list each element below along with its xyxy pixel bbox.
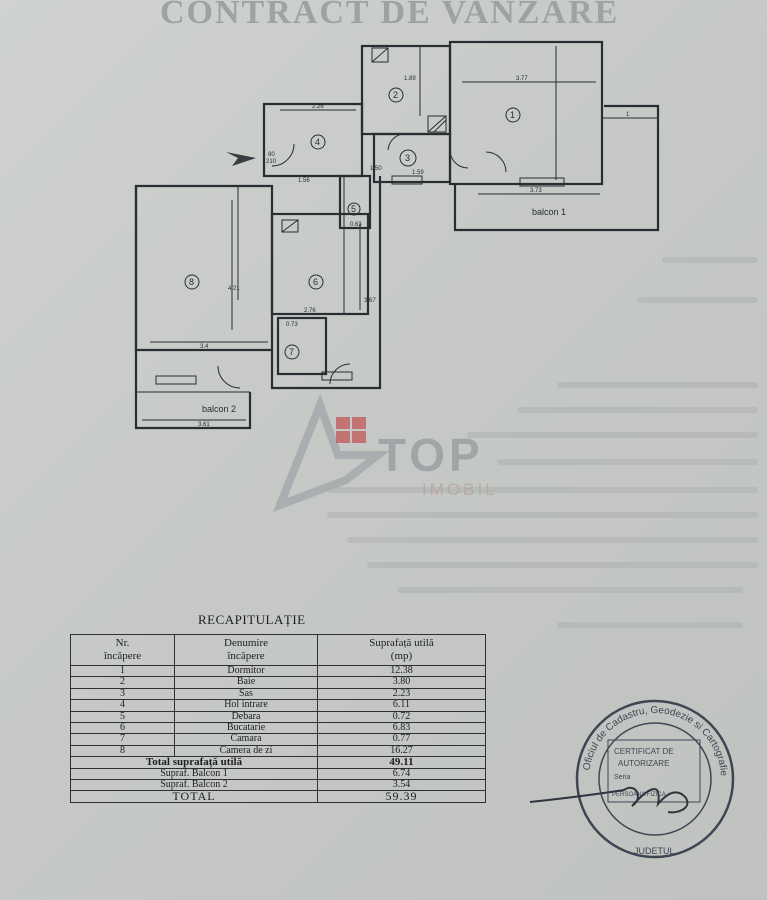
dim-label: 1.50 <box>370 166 382 172</box>
dim-label: 80 <box>268 152 275 158</box>
balcony-1-label: balcon 1 <box>532 207 566 217</box>
recap-title: RECAPITULAȚIE <box>198 612 306 627</box>
dim-label: 4.21 <box>228 286 240 292</box>
dim-label: 3.77 <box>516 76 528 82</box>
room-number-1: 1 <box>510 110 515 120</box>
stamp-inner-line-1: CERTIFICAT DE <box>614 747 674 756</box>
dim-label: 3.67 <box>364 298 376 304</box>
dim-label: 2.26 <box>312 104 324 110</box>
room-number-8: 8 <box>189 277 194 287</box>
floor-plan: 1 2 3 4 5 6 7 8 balcon 1 balcon 2 2.26 1… <box>134 40 660 430</box>
balcony-2-label: balcon 2 <box>202 404 236 414</box>
dim-label: 2.76 <box>304 308 316 314</box>
room-number-2: 2 <box>393 90 398 100</box>
room-number-7: 7 <box>289 347 294 357</box>
dim-label: 1.59 <box>412 170 424 176</box>
dim-label: 3.4 <box>200 344 209 350</box>
dim-label: 1 <box>626 112 630 118</box>
header-nr: Nr.încăpere <box>70 634 175 666</box>
room-number-6: 6 <box>313 277 318 287</box>
watermark-logo-icon <box>272 393 390 512</box>
room-number-3: 3 <box>405 153 410 163</box>
signature-icon <box>529 787 689 814</box>
dim-label: 1.89 <box>404 76 416 82</box>
stamp-bottom-text: JUDETUL <box>634 846 675 856</box>
watermark-sub: IMOBIL <box>422 480 498 499</box>
dim-label: 0.73 <box>286 322 298 328</box>
entry-arrow-icon <box>226 152 256 166</box>
dim-label: 0.63 <box>350 222 362 228</box>
stamp-inner-line-3: Seria <box>614 774 630 781</box>
dim-label: 3.61 <box>198 422 210 428</box>
watermark-brand: TOP <box>378 429 484 481</box>
dim-label: 1.56 <box>298 178 310 184</box>
room-number-5: 5 <box>351 204 356 214</box>
dim-label: 210 <box>266 159 277 165</box>
official-stamp-icon: Oficiul de Cadastru, Geodezie si Cartogr… <box>575 699 735 859</box>
document-header: CONTRACT DE VANZARE <box>160 0 620 31</box>
watermark: TOP IMOBIL <box>378 432 498 500</box>
stamp-inner-line-2: AUTORIZARE <box>618 759 669 768</box>
room-number-4: 4 <box>315 137 320 147</box>
header-suprafata: Suprafață utilă(mp) <box>317 634 486 666</box>
dim-label: 3.73 <box>530 188 542 194</box>
